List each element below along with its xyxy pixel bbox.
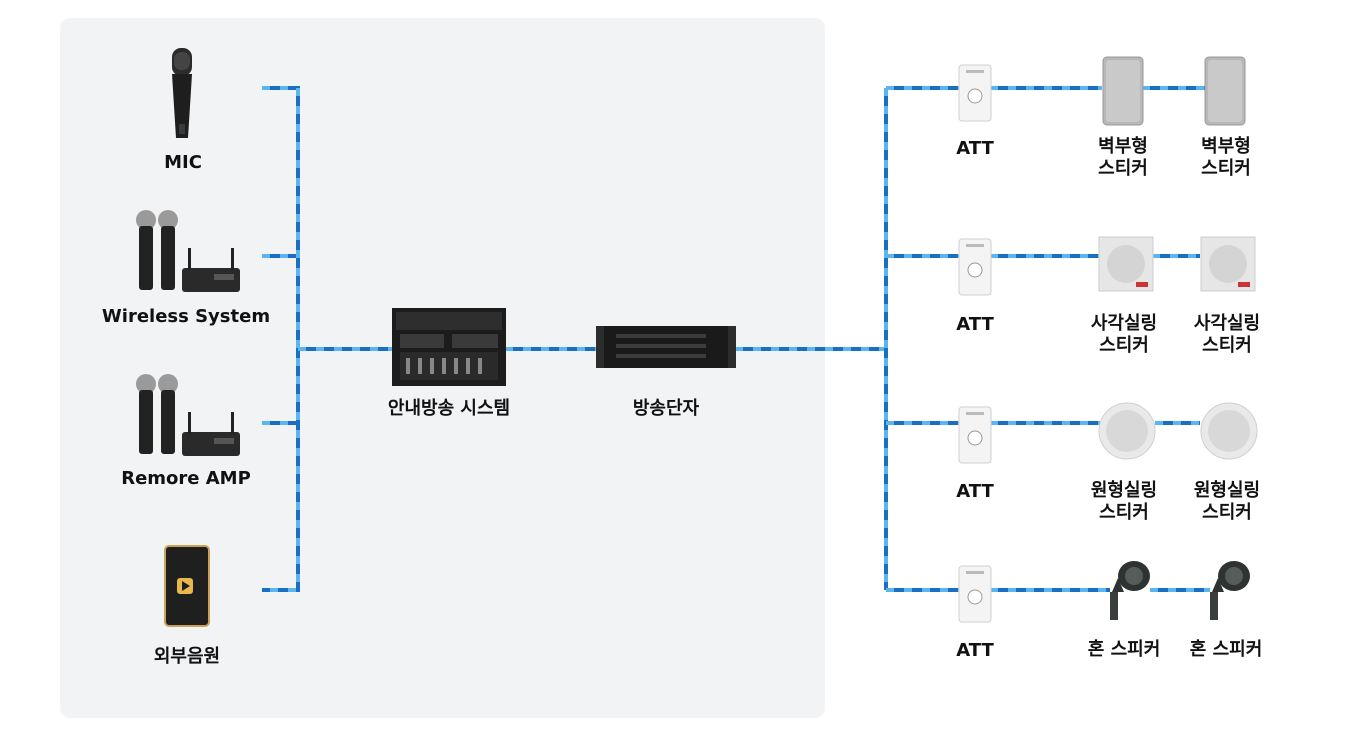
horn-speaker-icon <box>1210 561 1250 620</box>
att-label: ATT <box>956 314 994 335</box>
att-volume-icon <box>958 406 992 464</box>
broadcast-terminal-label: 방송단자 <box>632 398 700 419</box>
output-bus-wire <box>884 86 960 592</box>
broadcast-terminal-icon <box>596 326 736 368</box>
wireless-system-label: Wireless System <box>101 306 271 327</box>
horn-speaker-icon <box>1110 561 1150 620</box>
att-label: ATT <box>956 481 994 502</box>
wireless-system-icon <box>136 210 240 292</box>
remote-amp-icon <box>136 374 240 456</box>
announcement-system-label: 안내방송 시스템 <box>387 398 511 419</box>
speaker-row-wires <box>990 86 1210 592</box>
att-volume-icon <box>958 238 992 296</box>
round-ceiling-speaker-icon <box>1200 402 1258 460</box>
remote-amp-label: Remore AMP <box>121 468 251 489</box>
att-label: ATT <box>956 640 994 661</box>
square-ceiling-speaker-icon <box>1098 236 1154 292</box>
row4-speaker1-label: 혼 스피커 <box>1087 639 1161 660</box>
wall-speaker-icon <box>1204 56 1246 126</box>
row4-speaker2-label: 혼 스피커 <box>1189 639 1263 660</box>
announcement-system-icon <box>392 308 506 386</box>
att-volume-icon <box>958 64 992 122</box>
input-bus-wire <box>262 86 300 592</box>
att-volume-icon <box>958 565 992 623</box>
microphone-icon <box>172 48 192 138</box>
external-source-icon <box>164 545 210 627</box>
round-ceiling-speaker-icon <box>1098 402 1156 460</box>
square-ceiling-speaker-icon <box>1200 236 1256 292</box>
wall-speaker-icon <box>1102 56 1144 126</box>
external-source-label: 외부음원 <box>153 646 221 667</box>
mic-label: MIC <box>164 152 202 173</box>
att-label: ATT <box>956 138 994 159</box>
